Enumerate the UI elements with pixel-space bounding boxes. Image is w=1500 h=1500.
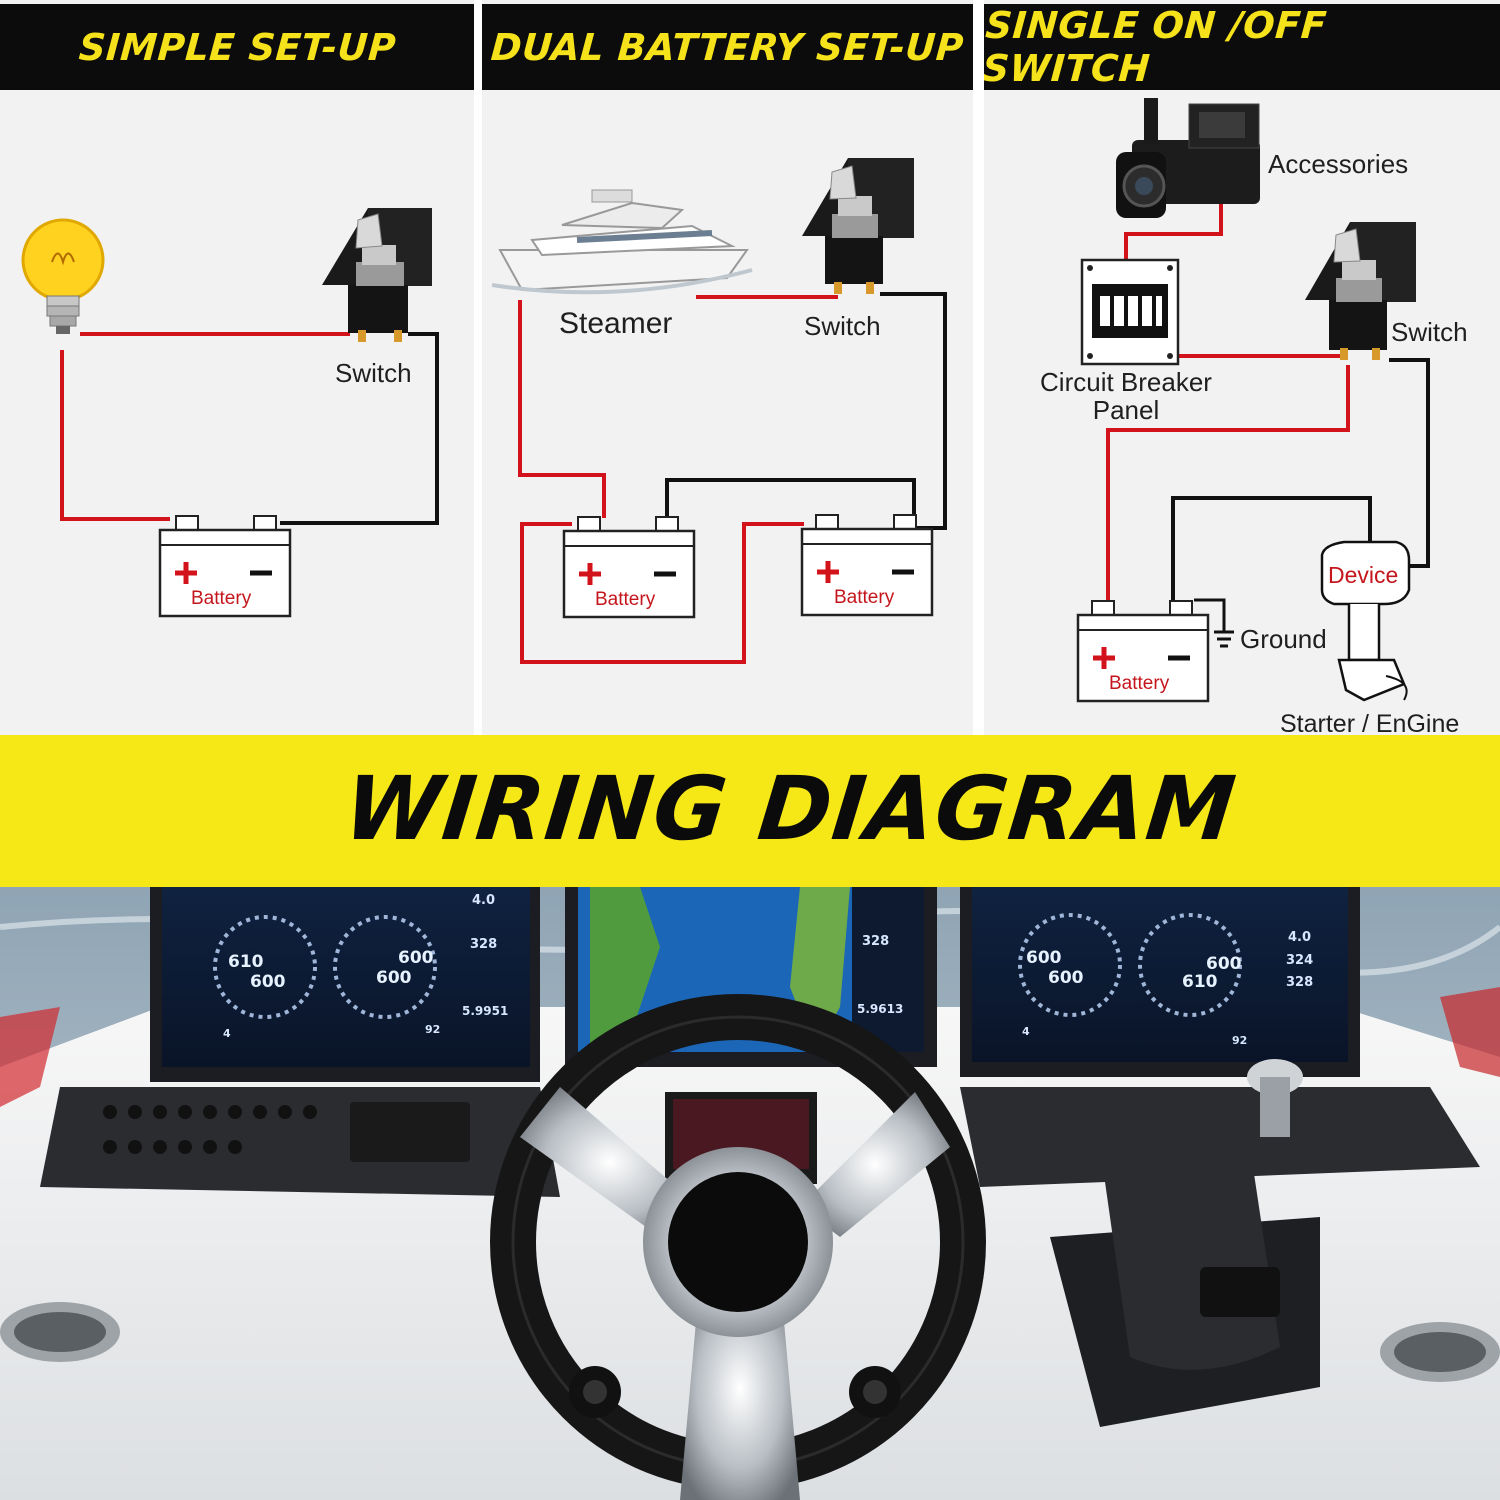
right-footer-value: 4 bbox=[1022, 1025, 1030, 1038]
black-wire bbox=[280, 332, 439, 525]
ground-icon bbox=[1214, 630, 1234, 648]
single-switch-diagram bbox=[1076, 98, 1430, 703]
simple-battery-label: Battery bbox=[191, 588, 252, 609]
left-footer-value: 4 bbox=[223, 1027, 231, 1040]
simple-setup-panel: SIMPLE SET-UP bbox=[0, 0, 474, 735]
breaker-label-line2: Panel bbox=[1092, 395, 1160, 425]
red-wire bbox=[1106, 365, 1350, 600]
dual-battery-header: DUAL BATTERY SET-UP bbox=[482, 4, 973, 90]
circuit-breaker-icon bbox=[1080, 258, 1180, 366]
camcorder-icon bbox=[1116, 98, 1260, 218]
center-bottom-value: 5.9613 bbox=[857, 1002, 903, 1016]
dual-switch-label: Switch bbox=[804, 311, 881, 341]
outboard-engine-icon bbox=[1320, 540, 1411, 702]
battery-icon bbox=[800, 514, 934, 617]
battery-icon bbox=[562, 516, 696, 619]
right-top-value: 4.0 bbox=[1288, 930, 1311, 945]
left-gauge2b-value: 600 bbox=[376, 968, 412, 988]
ground-label: Ground bbox=[1240, 624, 1327, 654]
single-switch-header: SINGLE ON /OFF SWITCH bbox=[984, 4, 1500, 90]
steering-wheel bbox=[490, 994, 986, 1500]
left-display: 610 600 600 600 4.0 328 5.9951 92 4 bbox=[150, 887, 540, 1082]
red-wire bbox=[520, 522, 804, 664]
boat-dashboard-photo: 610 600 600 600 4.0 328 5.9951 92 4 328 … bbox=[0, 887, 1500, 1500]
toggle-switch-bank bbox=[103, 1102, 470, 1162]
simple-setup-diagram bbox=[21, 208, 439, 618]
red-wire bbox=[1124, 196, 1223, 260]
battery-switch-icon bbox=[802, 158, 914, 294]
accessories-label: Accessories bbox=[1268, 149, 1409, 179]
boat-icon bbox=[491, 189, 753, 295]
right-gauge2b-value: 610 bbox=[1182, 972, 1218, 992]
right-display: 600 600 600 610 4.0 324 328 92 4 bbox=[960, 887, 1360, 1077]
breaker-label-line1: Circuit Breaker bbox=[1040, 367, 1212, 397]
left-side-value: 328 bbox=[470, 937, 497, 952]
simple-switch-label: Switch bbox=[335, 358, 412, 388]
right-gauge1b-value: 600 bbox=[1048, 968, 1084, 988]
single-switch-label: Switch bbox=[1391, 317, 1468, 347]
steamer-label: Steamer bbox=[559, 307, 673, 340]
device-label: Device bbox=[1328, 562, 1399, 588]
black-wire bbox=[1171, 496, 1372, 600]
left-top-value: 4.0 bbox=[472, 893, 495, 908]
left-corner-value: 92 bbox=[425, 1023, 440, 1036]
dual-battery-panel: DUAL BATTERY SET-UP bbox=[482, 0, 973, 735]
left-gauge2-value: 600 bbox=[398, 948, 434, 968]
left-gauge1-value: 610 bbox=[228, 952, 264, 972]
red-wire bbox=[518, 300, 606, 518]
left-gauge1b-value: 600 bbox=[250, 972, 286, 992]
battery-switch-icon bbox=[1305, 222, 1416, 360]
dual-battery2-label: Battery bbox=[834, 587, 895, 608]
black-wire bbox=[1389, 358, 1430, 568]
single-switch-panel: SINGLE ON /OFF SWITCH bbox=[984, 0, 1500, 735]
right-corner-value: 92 bbox=[1232, 1034, 1247, 1047]
dual-battery-diagram bbox=[491, 158, 947, 664]
black-wire bbox=[665, 478, 916, 518]
dual-battery1-label: Battery bbox=[595, 589, 656, 610]
center-side-value: 328 bbox=[862, 934, 889, 949]
light-bulb-icon bbox=[21, 218, 105, 334]
right-gauge1-value: 600 bbox=[1026, 948, 1062, 968]
battery-switch-icon bbox=[322, 208, 432, 342]
battery-icon bbox=[158, 515, 292, 618]
dashboard-illustration: 610 600 600 600 4.0 328 5.9951 92 4 328 … bbox=[0, 887, 1500, 1500]
red-wire bbox=[60, 350, 170, 521]
right-side-value2: 328 bbox=[1286, 975, 1313, 990]
banner-title: WIRING DIAGRAM bbox=[339, 757, 1241, 860]
starter-engine-label: Starter / EnGine bbox=[1280, 710, 1460, 735]
simple-setup-header: SIMPLE SET-UP bbox=[0, 4, 474, 90]
black-wire bbox=[1194, 598, 1226, 632]
left-bottom-value: 5.9951 bbox=[462, 1004, 508, 1018]
right-gauge2-value: 600 bbox=[1206, 954, 1242, 974]
right-side-value1: 324 bbox=[1286, 953, 1313, 968]
battery-icon bbox=[1076, 600, 1210, 703]
wiring-diagram-banner: WIRING DIAGRAM bbox=[0, 735, 1500, 887]
throttle-lever bbox=[1050, 1059, 1320, 1427]
single-battery-label: Battery bbox=[1109, 673, 1170, 694]
